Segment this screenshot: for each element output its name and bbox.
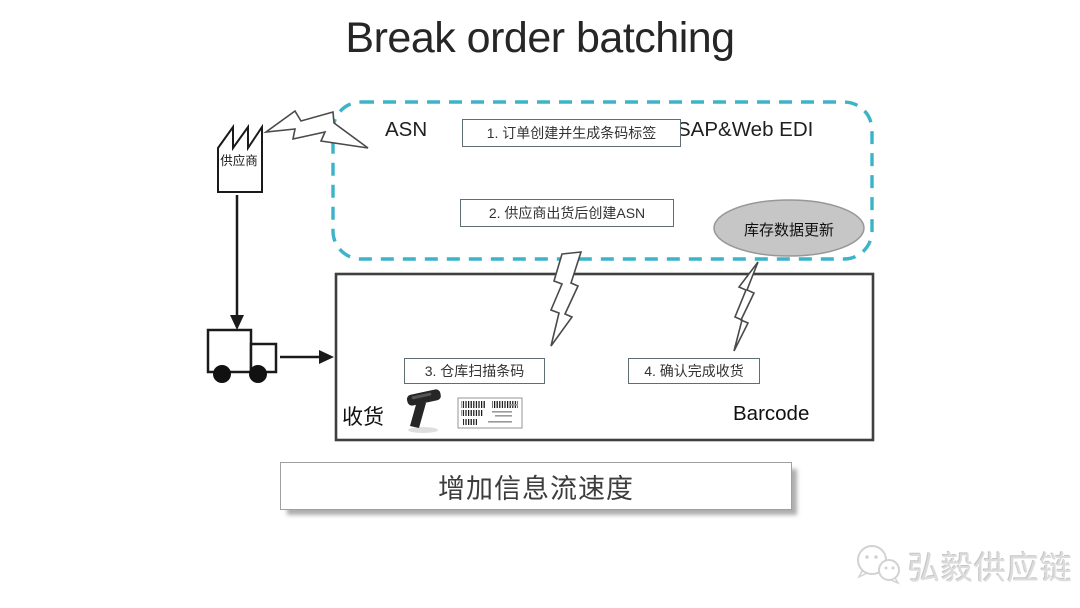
barcode-scanner-icon <box>406 389 441 433</box>
receiving-zone-border <box>334 272 875 442</box>
brand-watermark: 弘毅供应链 <box>848 538 1080 594</box>
barcode-label-icon <box>457 397 523 429</box>
supplier-label: 供应商 <box>220 154 258 168</box>
asn-zone-border <box>331 100 874 261</box>
arrow-right <box>280 350 334 364</box>
factory-icon <box>217 123 263 193</box>
step-box-2: 2. 供应商出货后创建ASN <box>460 199 674 227</box>
step-box-3: 3. 仓库扫描条码 <box>404 358 545 384</box>
inventory-update-label: 库存数据更新 <box>743 222 834 239</box>
step-box-4: 4. 确认完成收货 <box>628 358 760 384</box>
asn-caption: ASN <box>385 118 428 141</box>
lightning-bolt-icon <box>549 251 583 347</box>
receiving-caption: 收货 <box>342 406 384 429</box>
sap-edi-caption: SAP&Web EDI <box>677 118 814 141</box>
lightning-bolt-icon <box>263 109 369 149</box>
wechat-logo-icon <box>857 545 900 585</box>
lightning-bolt-icon <box>733 261 759 352</box>
barcode-caption: Barcode <box>733 402 810 425</box>
banner-box: 增加信息流速度 <box>280 462 792 510</box>
inventory-update-ellipse <box>713 199 865 257</box>
watermark-text: 弘毅供应链 <box>908 550 1074 586</box>
arrow-down <box>230 195 244 330</box>
truck-icon <box>206 328 278 383</box>
page-title: Break order batching <box>345 14 735 62</box>
banner-text: 增加信息流速度 <box>438 473 634 504</box>
step-box-1: 1. 订单创建并生成条码标签 <box>462 119 681 147</box>
